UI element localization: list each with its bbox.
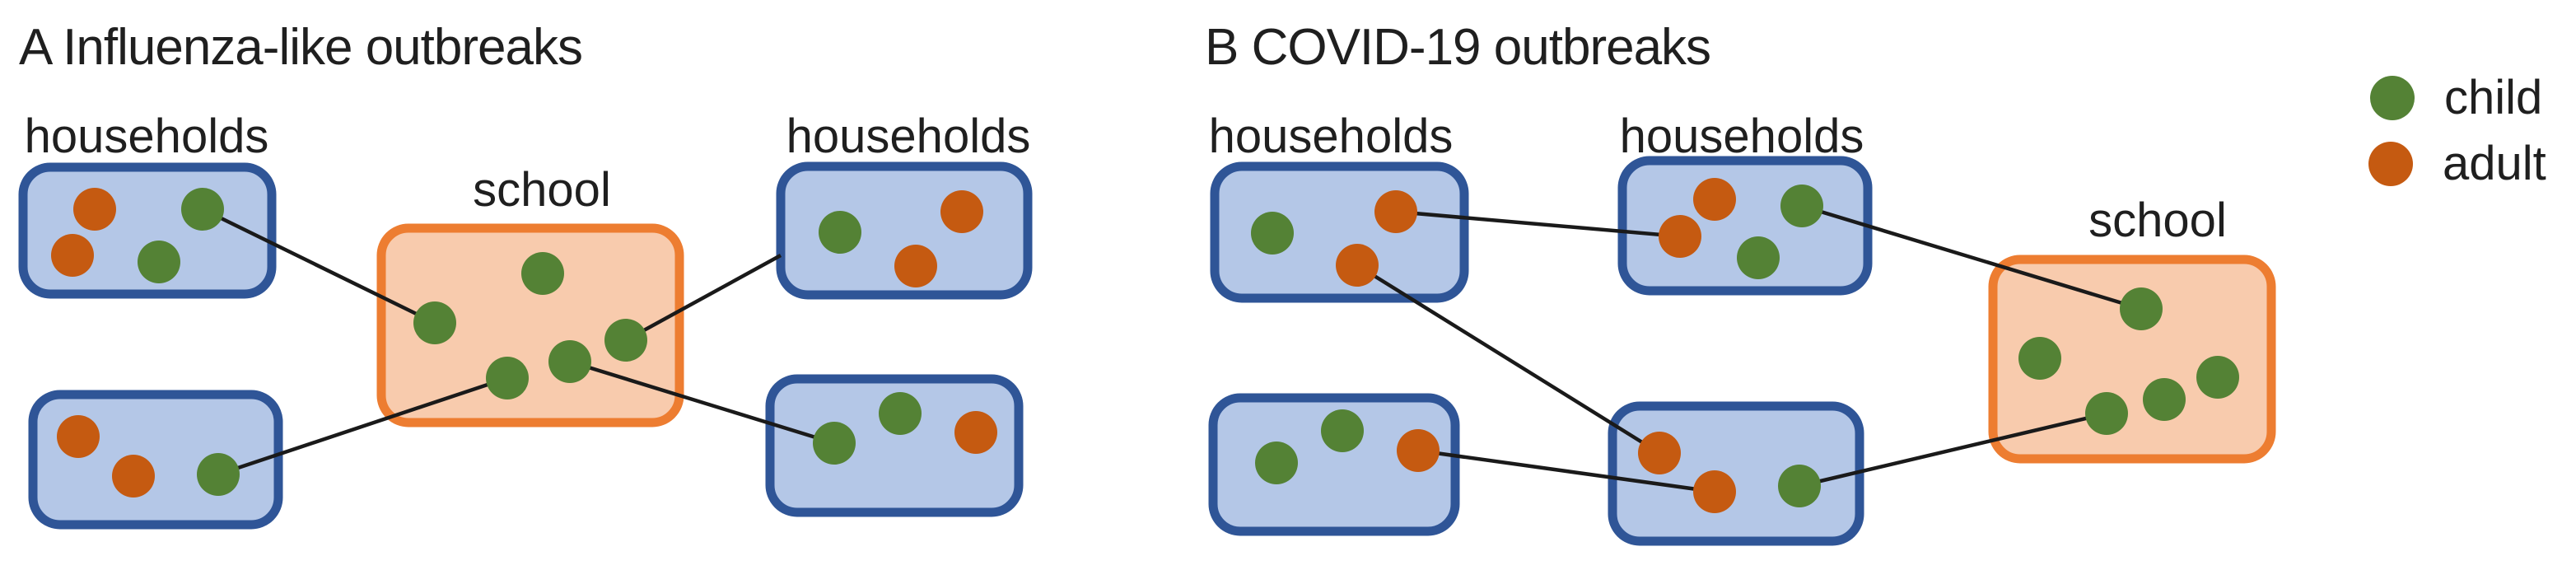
child-node-A-school [548,340,591,383]
household-box-B-household-3 [1208,393,1460,536]
legend-item-child: child [2370,70,2542,125]
child-node-A-school [413,301,456,344]
panel-b-title: B COVID-19 outbreaks [1205,19,1711,76]
adult-node-B-household-4 [1638,432,1681,474]
child-node-B-school [2085,392,2128,435]
household-label-B-household-2: households [1620,110,1864,163]
adult-node-A-household-2 [57,415,100,458]
legend-item-adult: adult [2368,136,2546,191]
adult-node-B-household-2 [1659,215,1701,258]
contact-edge-B-edge-4 [1801,203,2142,311]
contact-edge-A-edge-3 [624,254,782,342]
school-box-B-school [1988,255,2276,464]
adult-node-B-household-4 [1693,470,1736,513]
child-node-B-household-3 [1255,442,1298,484]
child-node-A-household-4 [879,392,922,435]
household-label-A-household-1: households [25,110,269,163]
child-dot-icon [2370,75,2415,120]
child-node-B-household-1 [1251,212,1294,255]
child-node-A-school [604,319,647,362]
household-label-B-household-1: households [1209,110,1454,163]
legend-label-child: child [2444,71,2543,124]
contact-edge-A-edge-2 [217,376,508,477]
adult-node-A-household-4 [954,411,997,454]
household-box-A-household-2 [28,390,283,530]
contact-edge-B-edge-2 [1356,264,1661,455]
contact-edge-B-edge-5 [1799,411,2107,488]
adult-node-A-household-1 [73,188,116,231]
child-node-B-household-2 [1737,236,1780,279]
household-box-A-household-4 [765,374,1024,517]
adult-dot-icon [2368,141,2413,186]
child-node-B-household-3 [1321,409,1364,452]
panel-a-title: A Influenza-like outbreaks [19,19,583,76]
child-node-A-household-4 [813,422,856,465]
adult-node-B-household-1 [1374,190,1417,233]
adult-node-A-household-3 [894,245,937,287]
legend-label-adult: adult [2443,137,2546,190]
contact-edge-B-edge-3 [1417,448,1715,494]
household-box-B-household-4 [1608,401,1864,546]
household-label-A-household-3: households [786,110,1031,163]
contact-edge-B-edge-1 [1395,209,1681,239]
adult-node-B-household-2 [1693,178,1736,221]
contact-edge-A-edge-1 [202,207,436,325]
child-node-A-household-1 [181,188,224,231]
child-node-A-school [486,357,529,399]
adult-node-A-household-1 [51,234,94,277]
adult-node-A-household-3 [940,190,983,233]
child-node-A-household-1 [138,241,180,283]
child-node-A-household-3 [819,211,861,254]
adult-node-A-household-2 [112,455,155,498]
contact-edge-A-edge-4 [569,359,835,446]
child-node-B-school [2196,356,2239,399]
school-label-B-school: school [2088,194,2227,247]
child-node-A-school [521,252,564,295]
child-node-B-household-4 [1778,465,1821,507]
child-node-B-household-2 [1780,185,1823,227]
school-label-A-school: school [473,163,611,217]
adult-node-B-household-1 [1336,244,1379,287]
child-node-B-school [2143,378,2186,421]
child-node-B-school [2018,337,2061,380]
adult-node-B-household-3 [1397,429,1440,472]
child-node-A-household-2 [197,453,240,496]
child-node-B-school [2120,287,2163,330]
